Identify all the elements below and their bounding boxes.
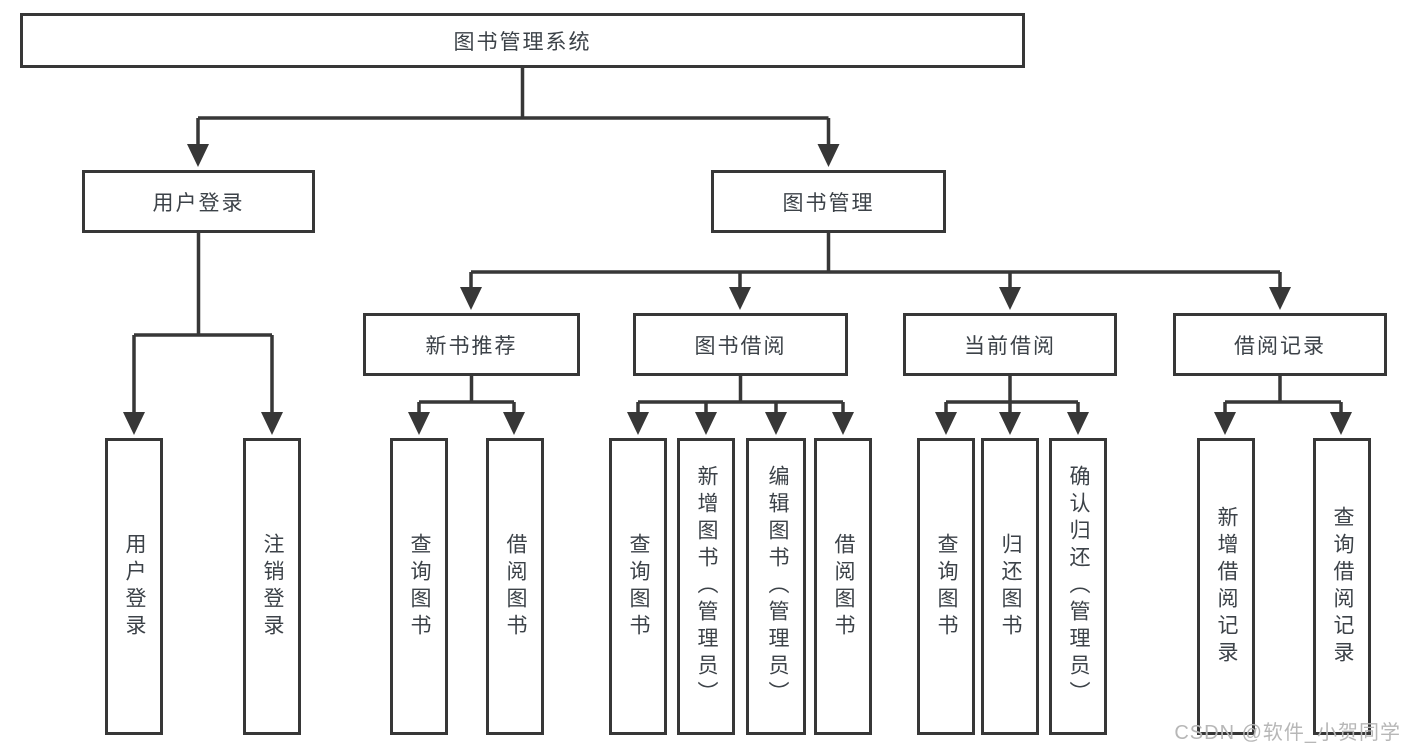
node-user-login: 用户登录: [82, 170, 315, 233]
leaf-user-login: 用户登录: [105, 438, 163, 735]
connector-recommend-to-leaves: [408, 376, 525, 435]
leaf-current-confirm-return-admin: 确认归还（管理员）: [1049, 438, 1107, 735]
node-library-system: 图书管理系统: [20, 13, 1025, 68]
connector-borrow-to-leaves: [627, 376, 854, 435]
leaf-borrow-query-books: 查询图书: [609, 438, 667, 735]
node-current-borrow: 当前借阅: [903, 313, 1117, 376]
node-book-borrow: 图书借阅: [633, 313, 848, 376]
leaf-records-add-borrow-record: 新增借阅记录: [1197, 438, 1255, 735]
csdn-watermark: CSDN @软件_小贺同学: [1174, 722, 1401, 744]
connector-root-to-level2: [187, 68, 840, 167]
leaf-borrow-edit-books-admin: 编辑图书（管理员）: [746, 438, 806, 735]
node-book-management: 图书管理: [711, 170, 946, 233]
leaf-recommend-query-books: 查询图书: [390, 438, 448, 735]
leaf-records-query-borrow-record: 查询借阅记录: [1313, 438, 1371, 735]
leaf-current-query-books: 查询图书: [917, 438, 975, 735]
connector-login-to-leaves: [123, 233, 283, 435]
connector-records-to-leaves: [1214, 376, 1352, 435]
connector-management-to-level3: [460, 233, 1291, 310]
leaf-logout: 注销登录: [243, 438, 301, 735]
leaf-borrow-borrow-books: 借阅图书: [814, 438, 872, 735]
leaf-borrow-add-books-admin: 新增图书（管理员）: [677, 438, 735, 735]
leaf-current-return-books: 归还图书: [981, 438, 1039, 735]
connector-current-to-leaves: [935, 376, 1089, 435]
node-borrow-records: 借阅记录: [1173, 313, 1387, 376]
leaf-recommend-borrow-books: 借阅图书: [486, 438, 544, 735]
node-new-book-recommend: 新书推荐: [363, 313, 580, 376]
